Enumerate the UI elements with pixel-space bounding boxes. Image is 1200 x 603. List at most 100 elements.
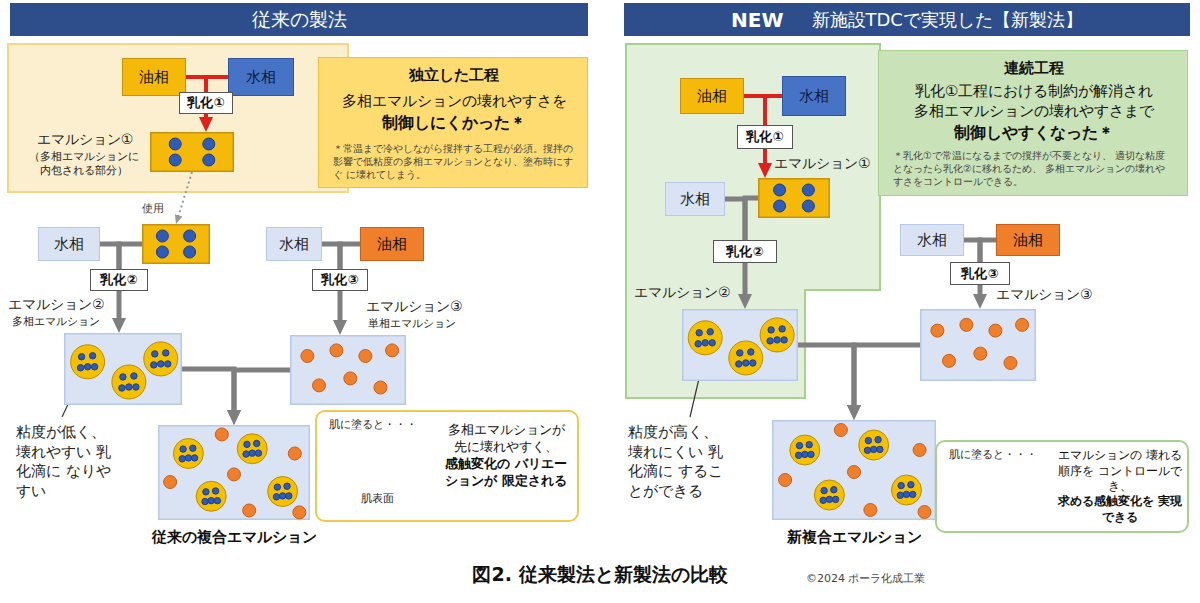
droplet [243,451,249,457]
droplet [774,184,786,196]
droplet [796,442,802,448]
droplet [918,506,931,519]
node-text: エマルション① [774,154,876,172]
droplet [77,365,83,371]
connector [743,263,748,300]
droplet [249,450,255,456]
droplet [120,374,126,380]
droplet [795,452,801,458]
droplet [768,327,774,333]
droplet [190,445,196,451]
emulsion-box: 従来の複合エマルション [158,425,310,520]
droplet [374,381,387,394]
droplet [214,497,220,503]
droplet [826,496,832,502]
callout-box: 肌に塗ると・・・エマルションの 壊れる順序を コントロールでき、求める感触変化を… [935,440,1189,533]
connector [186,77,206,92]
emulsion-art [64,333,182,405]
phase-box: 油相 [680,78,744,114]
droplet [215,428,228,441]
figure-caption: 図2. 従来製法と新製法の比較 [300,562,900,587]
node-text: 油相 [139,68,169,87]
node-text: 肌表面 [347,492,407,506]
droplet [943,354,956,367]
connector [340,244,360,269]
droplet [71,345,105,379]
connector [745,198,758,240]
node-text: 乳化③ [321,271,358,289]
droplet [831,487,837,493]
droplet [112,365,146,399]
droplet [1016,318,1029,331]
droplet [898,482,904,488]
droplet [848,466,861,479]
emulsion-art [758,178,830,218]
droplet [695,341,701,347]
droplet [184,230,196,242]
droplet [931,324,944,337]
phase-box: 水相 [38,227,100,261]
droplet [897,492,903,498]
droplet [156,230,168,242]
droplet [779,474,792,487]
phase-box: 水相 [266,227,322,261]
emulsion-art [158,425,310,520]
node-text: 油相 [1013,231,1043,250]
connector [206,77,228,92]
connector [725,199,745,240]
copyright: ©2024 ポーラ化成工業 [806,572,966,586]
droplet [750,360,756,366]
node-text: 水相 [246,68,276,87]
process-box: 乳化③ [950,262,1010,285]
node-text: 乳化② [100,271,137,289]
node-text: エマルション② [8,295,118,313]
droplet [702,340,708,346]
callout-box: 肌に塗ると・・・肌表面多相エマルションが 先に壊れやすく、感触変化の バリエーシ… [315,410,579,522]
connector [744,96,765,125]
emulsion-ground [159,426,310,520]
droplet [767,338,773,344]
callout-box: 独立した工程多相エマルションの壊れやすさを制御しにくかった＊＊常温まで冷やしなが… [318,57,588,188]
node-text: 従来の複合エマルション [118,528,350,548]
droplet [688,321,722,355]
node-text: 求める感触変化を 実現できる [1057,494,1183,525]
process-box: 乳化② [713,240,777,263]
droplet [834,424,847,437]
node-text: 連続工程 [889,59,1179,79]
droplet [859,430,889,460]
text-block: 独立した工程 [329,66,579,86]
droplet [330,344,343,357]
text-block: 感触変化の バリエーションが 限定される [441,456,571,490]
text-block: 肌に塗ると・・・ [329,418,429,432]
emulsion-ground [683,310,798,381]
emulsion-art [682,309,798,381]
droplet [903,491,909,497]
emulsion-box: 新複合エマルション [772,420,936,520]
droplet [709,340,715,346]
connector [117,291,122,324]
text-block: 連続工程 [889,59,1179,79]
droplet [743,360,749,366]
node-text: ＊常温まで冷やしながら撹拌する工程が必須。撹拌の 影響で低粘度の多相エマルション… [333,142,575,181]
node-text: 乳化① [187,94,224,112]
note-text: 粘度が低く、 壊れやすい 乳化滴に なりやすい [16,423,116,501]
connector [119,244,142,269]
droplet [832,496,838,502]
emulsion-box: エマルション③単相エマルション [290,335,406,405]
droplet [126,384,132,390]
droplet [244,441,250,447]
node-text: 水相 [279,235,309,254]
node-text: （多相エマルションに 内包される部分） [22,150,146,179]
emulsion-box: エマルション① [758,178,830,218]
connector [338,291,343,326]
droplet [870,446,876,452]
node-text: 水相 [799,87,829,106]
emulsion-box: 使用 [142,224,210,264]
node-text: エマルション③ [366,297,478,315]
droplet [877,446,883,452]
emulsion-box: エマルション②多相エマルション [64,333,182,405]
node-text: 使用 [142,202,172,216]
text-block: エマルション② [634,283,738,301]
emulsion-art [290,335,406,405]
droplet [119,385,125,391]
